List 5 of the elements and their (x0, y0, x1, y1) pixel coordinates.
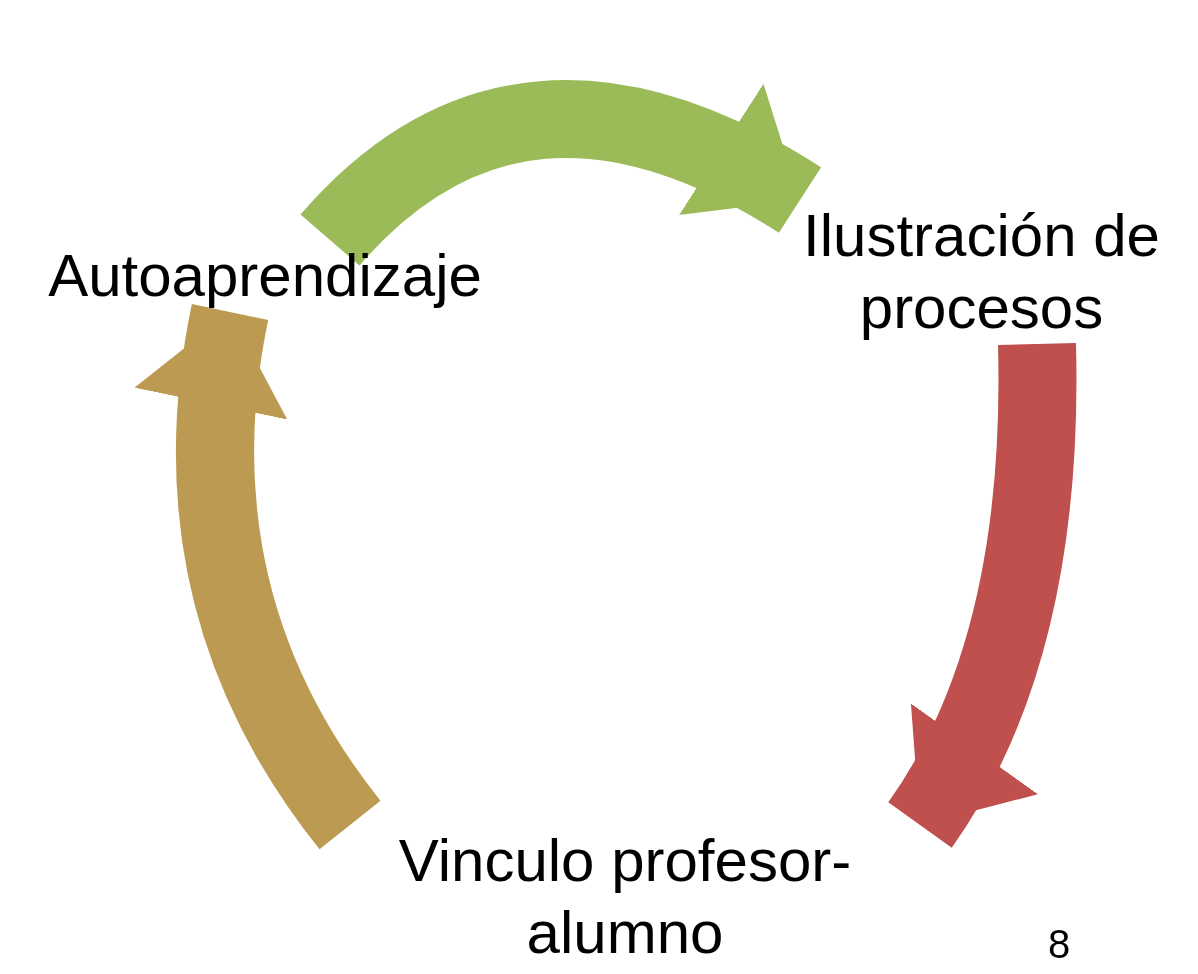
curved-arrow (887, 343, 1077, 847)
cycle-step-label: Vinculo profesor- alumno (397, 826, 853, 968)
cycle-step-label: Ilustración de procesos (802, 201, 1161, 343)
cycle-step-label: Autoaprendizaje (48, 241, 482, 311)
page-number: 8 (1048, 922, 1071, 967)
